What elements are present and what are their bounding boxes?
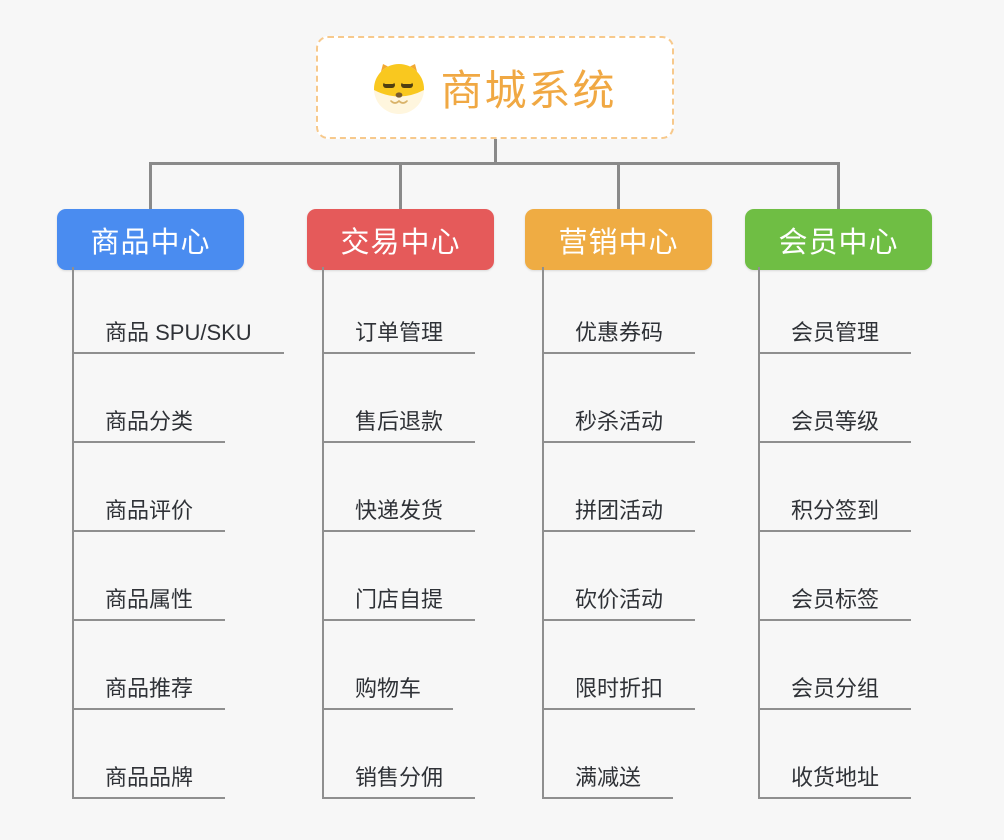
connector-branch-drop-trade-center [399, 162, 402, 209]
root-title: 商城系统 [440, 67, 617, 114]
branch-node-marketing-center[interactable]: 营销中心 [525, 209, 712, 270]
child-item-trade-center-5[interactable]: 购物车 [322, 676, 454, 710]
branch-label: 交易中心 [340, 226, 461, 259]
child-item-member-center-6[interactable]: 收货地址 [758, 765, 912, 799]
child-item-marketing-center-2[interactable]: 秒杀活动 [542, 409, 696, 443]
child-item-product-center-4[interactable]: 商品属性 [72, 587, 226, 621]
child-item-product-center-1[interactable]: 商品 SPU/SKU [72, 320, 284, 354]
dog-face-icon [373, 62, 425, 114]
child-item-marketing-center-6[interactable]: 满减送 [542, 765, 674, 799]
branch-node-trade-center[interactable]: 交易中心 [307, 209, 494, 270]
child-item-member-center-2[interactable]: 会员等级 [758, 409, 912, 443]
connector-root-drop [493, 139, 497, 165]
branch-label: 营销中心 [558, 226, 679, 259]
root-node[interactable]: 商城系统 [316, 36, 674, 139]
child-item-member-center-4[interactable]: 会员标签 [758, 587, 912, 621]
child-item-marketing-center-4[interactable]: 砍价活动 [542, 587, 696, 621]
connector-branch-drop-marketing-center [617, 162, 620, 209]
child-item-member-center-1[interactable]: 会员管理 [758, 320, 912, 354]
connector-rail [149, 162, 840, 165]
child-item-marketing-center-3[interactable]: 拼团活动 [542, 498, 696, 532]
branch-node-product-center[interactable]: 商品中心 [57, 209, 244, 270]
child-item-member-center-3[interactable]: 积分签到 [758, 498, 912, 532]
child-spine-marketing-center [542, 267, 544, 799]
child-item-trade-center-6[interactable]: 销售分佣 [322, 765, 476, 799]
child-item-product-center-3[interactable]: 商品评价 [72, 498, 226, 532]
branch-label: 会员中心 [778, 226, 899, 259]
child-item-trade-center-1[interactable]: 订单管理 [322, 320, 476, 354]
child-spine-member-center [758, 267, 760, 799]
branch-node-member-center[interactable]: 会员中心 [745, 209, 932, 270]
child-item-marketing-center-5[interactable]: 限时折扣 [542, 676, 696, 710]
connector-branch-drop-product-center [149, 162, 152, 209]
child-item-marketing-center-1[interactable]: 优惠券码 [542, 320, 696, 354]
child-item-trade-center-4[interactable]: 门店自提 [322, 587, 476, 621]
child-item-trade-center-3[interactable]: 快递发货 [322, 498, 476, 532]
branch-label: 商品中心 [90, 226, 211, 259]
child-spine-trade-center [322, 267, 324, 799]
child-item-product-center-6[interactable]: 商品品牌 [72, 765, 226, 799]
connector-branch-drop-member-center [837, 162, 840, 209]
child-item-trade-center-2[interactable]: 售后退款 [322, 409, 476, 443]
child-item-product-center-5[interactable]: 商品推荐 [72, 676, 226, 710]
child-item-product-center-2[interactable]: 商品分类 [72, 409, 226, 443]
child-spine-product-center [72, 267, 74, 799]
child-item-member-center-5[interactable]: 会员分组 [758, 676, 912, 710]
